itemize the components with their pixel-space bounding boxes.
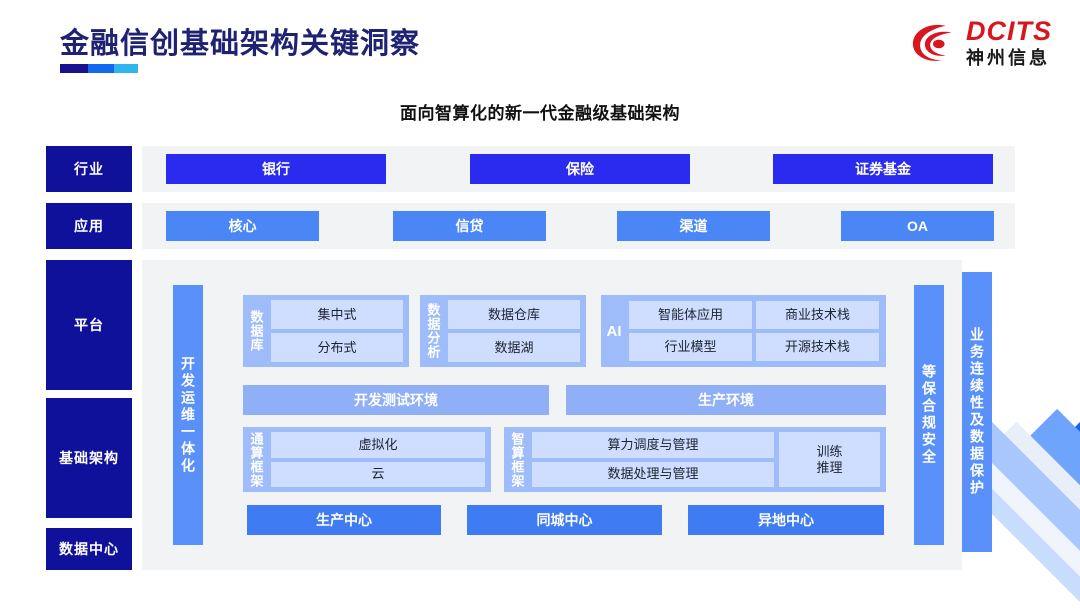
swirl-icon	[912, 24, 952, 61]
platform-group-ai[interactable]: AI 智能体应用 商业技术栈 行业模型 开源技术栈	[601, 295, 886, 367]
deco-stripe	[1062, 398, 1080, 608]
database-item-distributed[interactable]: 分布式	[271, 333, 403, 362]
smart-compute-item-train-infer[interactable]: 训练 推理	[779, 432, 880, 487]
title-underline	[60, 64, 138, 73]
smart-compute-item-data-processing[interactable]: 数据处理与管理	[532, 461, 775, 487]
underline-segment-2	[88, 64, 114, 73]
datacenter-production[interactable]: 生产中心	[247, 505, 441, 535]
logo-text-cn: 神州信息	[966, 48, 1050, 68]
logo-text-en: DCITS	[966, 16, 1052, 46]
industry-item-insurance[interactable]: 保险	[470, 154, 690, 184]
underline-segment-1	[60, 64, 88, 73]
page-title: 金融信创基础架构关键洞察	[60, 28, 421, 60]
group-label-ai: AI	[606, 322, 622, 340]
group-label-smart-compute: 智算框架	[509, 431, 525, 488]
group-label-database: 数据库	[248, 310, 264, 352]
platform-group-database[interactable]: 数据库 集中式 分布式	[243, 295, 409, 367]
datacenter-metro[interactable]: 同城中心	[467, 505, 662, 535]
application-item-oa[interactable]: OA	[841, 211, 994, 241]
industry-item-securities[interactable]: 证券基金	[773, 154, 993, 184]
devops-vertical-bar[interactable]: 开发运维一体化	[173, 285, 203, 545]
application-item-channel[interactable]: 渠道	[617, 211, 770, 241]
environment-dev-test[interactable]: 开发测试环境	[243, 385, 549, 415]
application-item-credit[interactable]: 信贷	[393, 211, 546, 241]
ai-item-commercial-stack[interactable]: 商业技术栈	[756, 301, 879, 329]
database-item-centralized[interactable]: 集中式	[271, 300, 403, 329]
analytics-item-warehouse[interactable]: 数据仓库	[448, 300, 580, 329]
layer-label-platform: 平台	[46, 260, 132, 390]
infra-group-general-compute[interactable]: 通算框架 虚拟化 云	[243, 427, 491, 492]
layer-label-infrastructure: 基础架构	[46, 398, 132, 518]
ai-item-agent-app[interactable]: 智能体应用	[629, 301, 752, 329]
brand-logo: DCITS 神州信息	[910, 18, 1052, 67]
right-bar-compliance[interactable]: 等保合规安全	[914, 285, 944, 545]
platform-group-analytics[interactable]: 数据分析 数据仓库 数据湖	[420, 295, 586, 367]
general-compute-item-cloud[interactable]: 云	[271, 461, 485, 487]
ai-item-industry-model[interactable]: 行业模型	[629, 333, 752, 361]
group-label-analytics: 数据分析	[425, 303, 441, 359]
page-subtitle: 面向智算化的新一代金融级基础架构	[400, 104, 680, 123]
layer-label-industry: 行业	[46, 146, 132, 192]
deco-stripe	[1026, 408, 1080, 608]
underline-segment-3	[114, 64, 138, 73]
analytics-item-lake[interactable]: 数据湖	[448, 333, 580, 362]
application-item-core[interactable]: 核心	[166, 211, 319, 241]
smart-compute-item-scheduling[interactable]: 算力调度与管理	[532, 432, 775, 458]
general-compute-item-virtualization[interactable]: 虚拟化	[271, 432, 485, 458]
deco-stripe	[998, 421, 1080, 608]
layer-label-application: 应用	[46, 203, 132, 249]
right-bar-continuity[interactable]: 业务连续性及数据保护	[962, 272, 992, 552]
layer-label-datacenter: 数据中心	[46, 528, 132, 570]
group-label-general-compute: 通算框架	[248, 431, 264, 488]
environment-production[interactable]: 生产环境	[566, 385, 886, 415]
datacenter-remote[interactable]: 异地中心	[688, 505, 884, 535]
ai-item-opensource-stack[interactable]: 开源技术栈	[756, 333, 879, 361]
industry-item-bank[interactable]: 银行	[166, 154, 386, 184]
infra-group-smart-compute[interactable]: 智算框架 算力调度与管理 数据处理与管理 训练 推理	[504, 427, 886, 492]
